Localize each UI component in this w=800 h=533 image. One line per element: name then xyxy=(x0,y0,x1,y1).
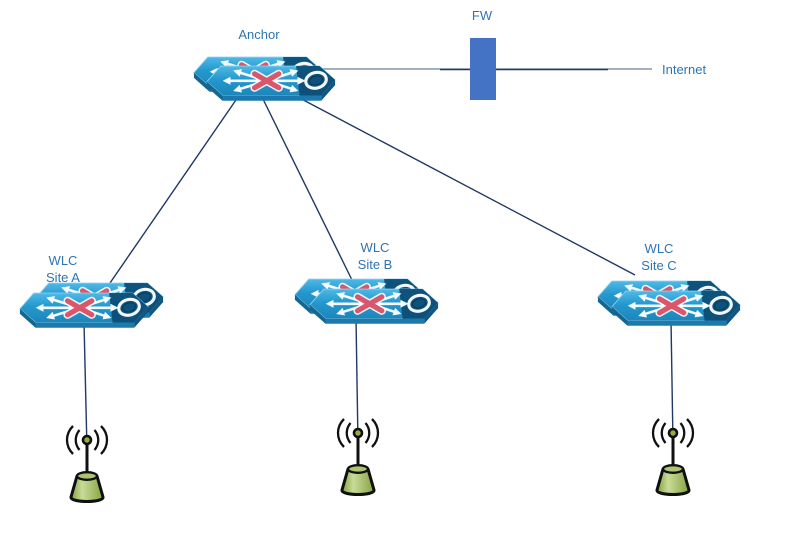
site-a-label-line1: WLC xyxy=(48,253,78,268)
wlc-switch-icon xyxy=(20,293,148,328)
site-a-label: WLC Site A xyxy=(20,252,106,286)
site-c-label: WLC Site C xyxy=(616,240,702,274)
internet-label: Internet xyxy=(662,62,707,77)
wlc-switch-icon xyxy=(207,66,335,101)
edge-site-a-to-ap xyxy=(83,321,88,451)
site-a-wlc-stack xyxy=(20,283,163,328)
edge-site-c-to-ap xyxy=(670,319,674,445)
site-a-label-line2: Site A xyxy=(46,270,80,285)
site-b-label-line1: WLC xyxy=(360,240,390,255)
site-c-wlc-stack xyxy=(598,281,740,326)
site-b-label: WLC Site B xyxy=(332,239,418,273)
access-point-icon-c xyxy=(651,417,695,496)
site-b-label-line2: Site B xyxy=(357,257,393,272)
access-point-icon-b xyxy=(336,417,380,496)
wlc-switch-icon xyxy=(612,291,740,326)
edge-anchor-to-site-a xyxy=(109,96,239,284)
edge-anchor-to-site-c xyxy=(291,93,636,276)
access-point-icon-a xyxy=(65,424,109,503)
firewall-shape xyxy=(470,38,496,100)
site-c-label-line1: WLC xyxy=(644,241,674,256)
anchor-label: Anchor xyxy=(238,27,280,42)
site-c-label-line2: Site C xyxy=(641,258,677,273)
site-b-wlc-stack xyxy=(295,279,438,324)
edge-anchor-to-site-b xyxy=(261,96,353,281)
diagram-edges xyxy=(83,68,674,451)
edge-site-b-to-ap xyxy=(355,317,359,445)
wlc-switch-icon xyxy=(310,289,438,324)
anchor-wlc-stack xyxy=(194,57,335,101)
firewall-label: FW xyxy=(471,8,493,23)
